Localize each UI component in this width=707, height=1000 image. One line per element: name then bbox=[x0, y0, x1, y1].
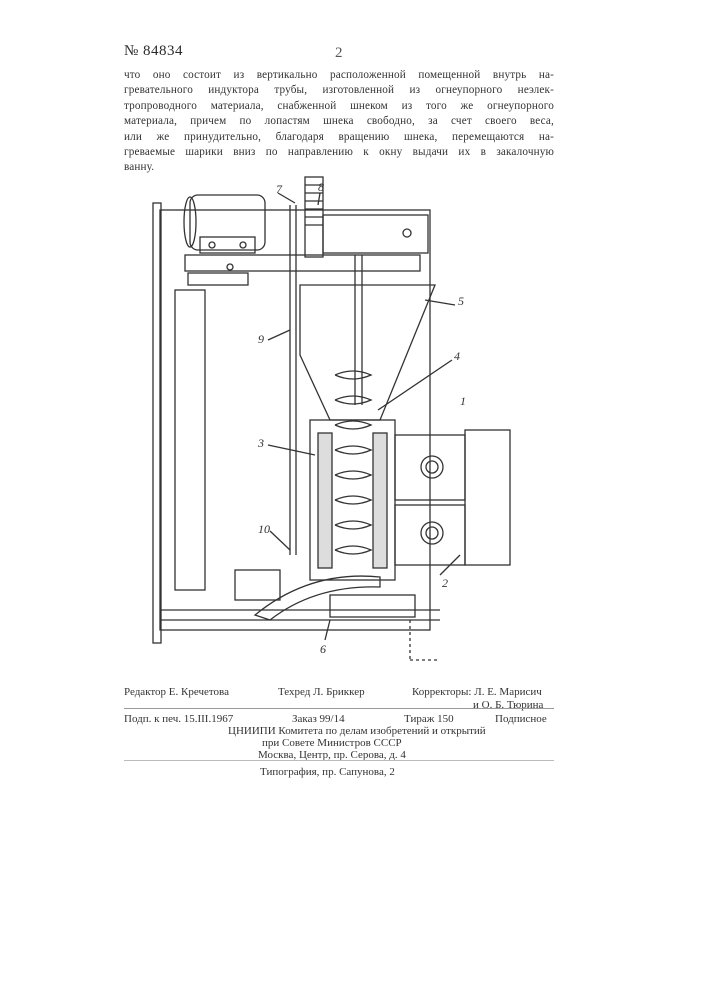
page-number: 2 bbox=[335, 45, 343, 62]
switch-box bbox=[235, 570, 280, 600]
signed-date: Подп. к печ. 15.III.1967 bbox=[124, 713, 233, 725]
label-7: 7 bbox=[276, 182, 283, 196]
subscription: Подписное bbox=[495, 713, 547, 725]
org-line-2: при Совете Министров СССР bbox=[262, 737, 402, 749]
label-2: 2 bbox=[442, 576, 448, 590]
editor: Редактор Е. Кречетова bbox=[124, 686, 229, 698]
side-panel bbox=[175, 290, 205, 590]
auger-screw bbox=[335, 371, 371, 554]
motor bbox=[184, 195, 265, 270]
base-block bbox=[330, 595, 415, 617]
top-plate bbox=[185, 255, 420, 271]
text-line: гревательного индуктора трубы, изготовле… bbox=[124, 83, 554, 98]
text-line: ванну. bbox=[124, 160, 554, 175]
bearing-housing bbox=[323, 215, 428, 253]
printer: Типография, пр. Сапунова, 2 bbox=[260, 766, 395, 778]
order-number: Заказ 99/14 bbox=[292, 713, 345, 725]
label-3: 3 bbox=[257, 436, 264, 450]
correctors-2: и О. Б. Тюрина bbox=[473, 699, 543, 711]
patent-number: № 84834 bbox=[124, 43, 183, 60]
divider bbox=[124, 708, 554, 709]
label-9: 9 bbox=[258, 332, 264, 346]
techred: Техред Л. Бриккер bbox=[278, 686, 365, 698]
label-4: 4 bbox=[454, 349, 460, 363]
body-paragraph: что оно состоит из вертикально расположе… bbox=[124, 68, 554, 176]
divider-2 bbox=[124, 760, 554, 761]
label-10: 10 bbox=[258, 522, 270, 536]
correctors: Корректоры: Л. Е. Марисич bbox=[412, 686, 542, 698]
label-1: 1 bbox=[460, 394, 466, 408]
text-line: или же принудительно, благодаря вращению… bbox=[124, 130, 554, 145]
hopper bbox=[300, 285, 435, 420]
text-line: материала, причем по лопастям шнека своб… bbox=[124, 114, 554, 129]
discharge-chute bbox=[255, 576, 380, 620]
inductor-block bbox=[395, 430, 510, 565]
label-8: 8 bbox=[318, 180, 324, 194]
text-line: что оно состоит из вертикально расположе… bbox=[124, 68, 554, 83]
patent-drawing: 7 8 9 5 4 1 3 10 2 6 bbox=[140, 175, 560, 675]
label-5: 5 bbox=[458, 294, 464, 308]
text-line: тропроводного материала, снабженной шнек… bbox=[124, 99, 554, 114]
label-6: 6 bbox=[320, 642, 326, 656]
org-line-1: ЦНИИПИ Комитета по делам изобретений и о… bbox=[228, 725, 486, 737]
text-line: греваемые шарики вниз по направлению к о… bbox=[124, 145, 554, 160]
circulation: Тираж 150 bbox=[404, 713, 454, 725]
